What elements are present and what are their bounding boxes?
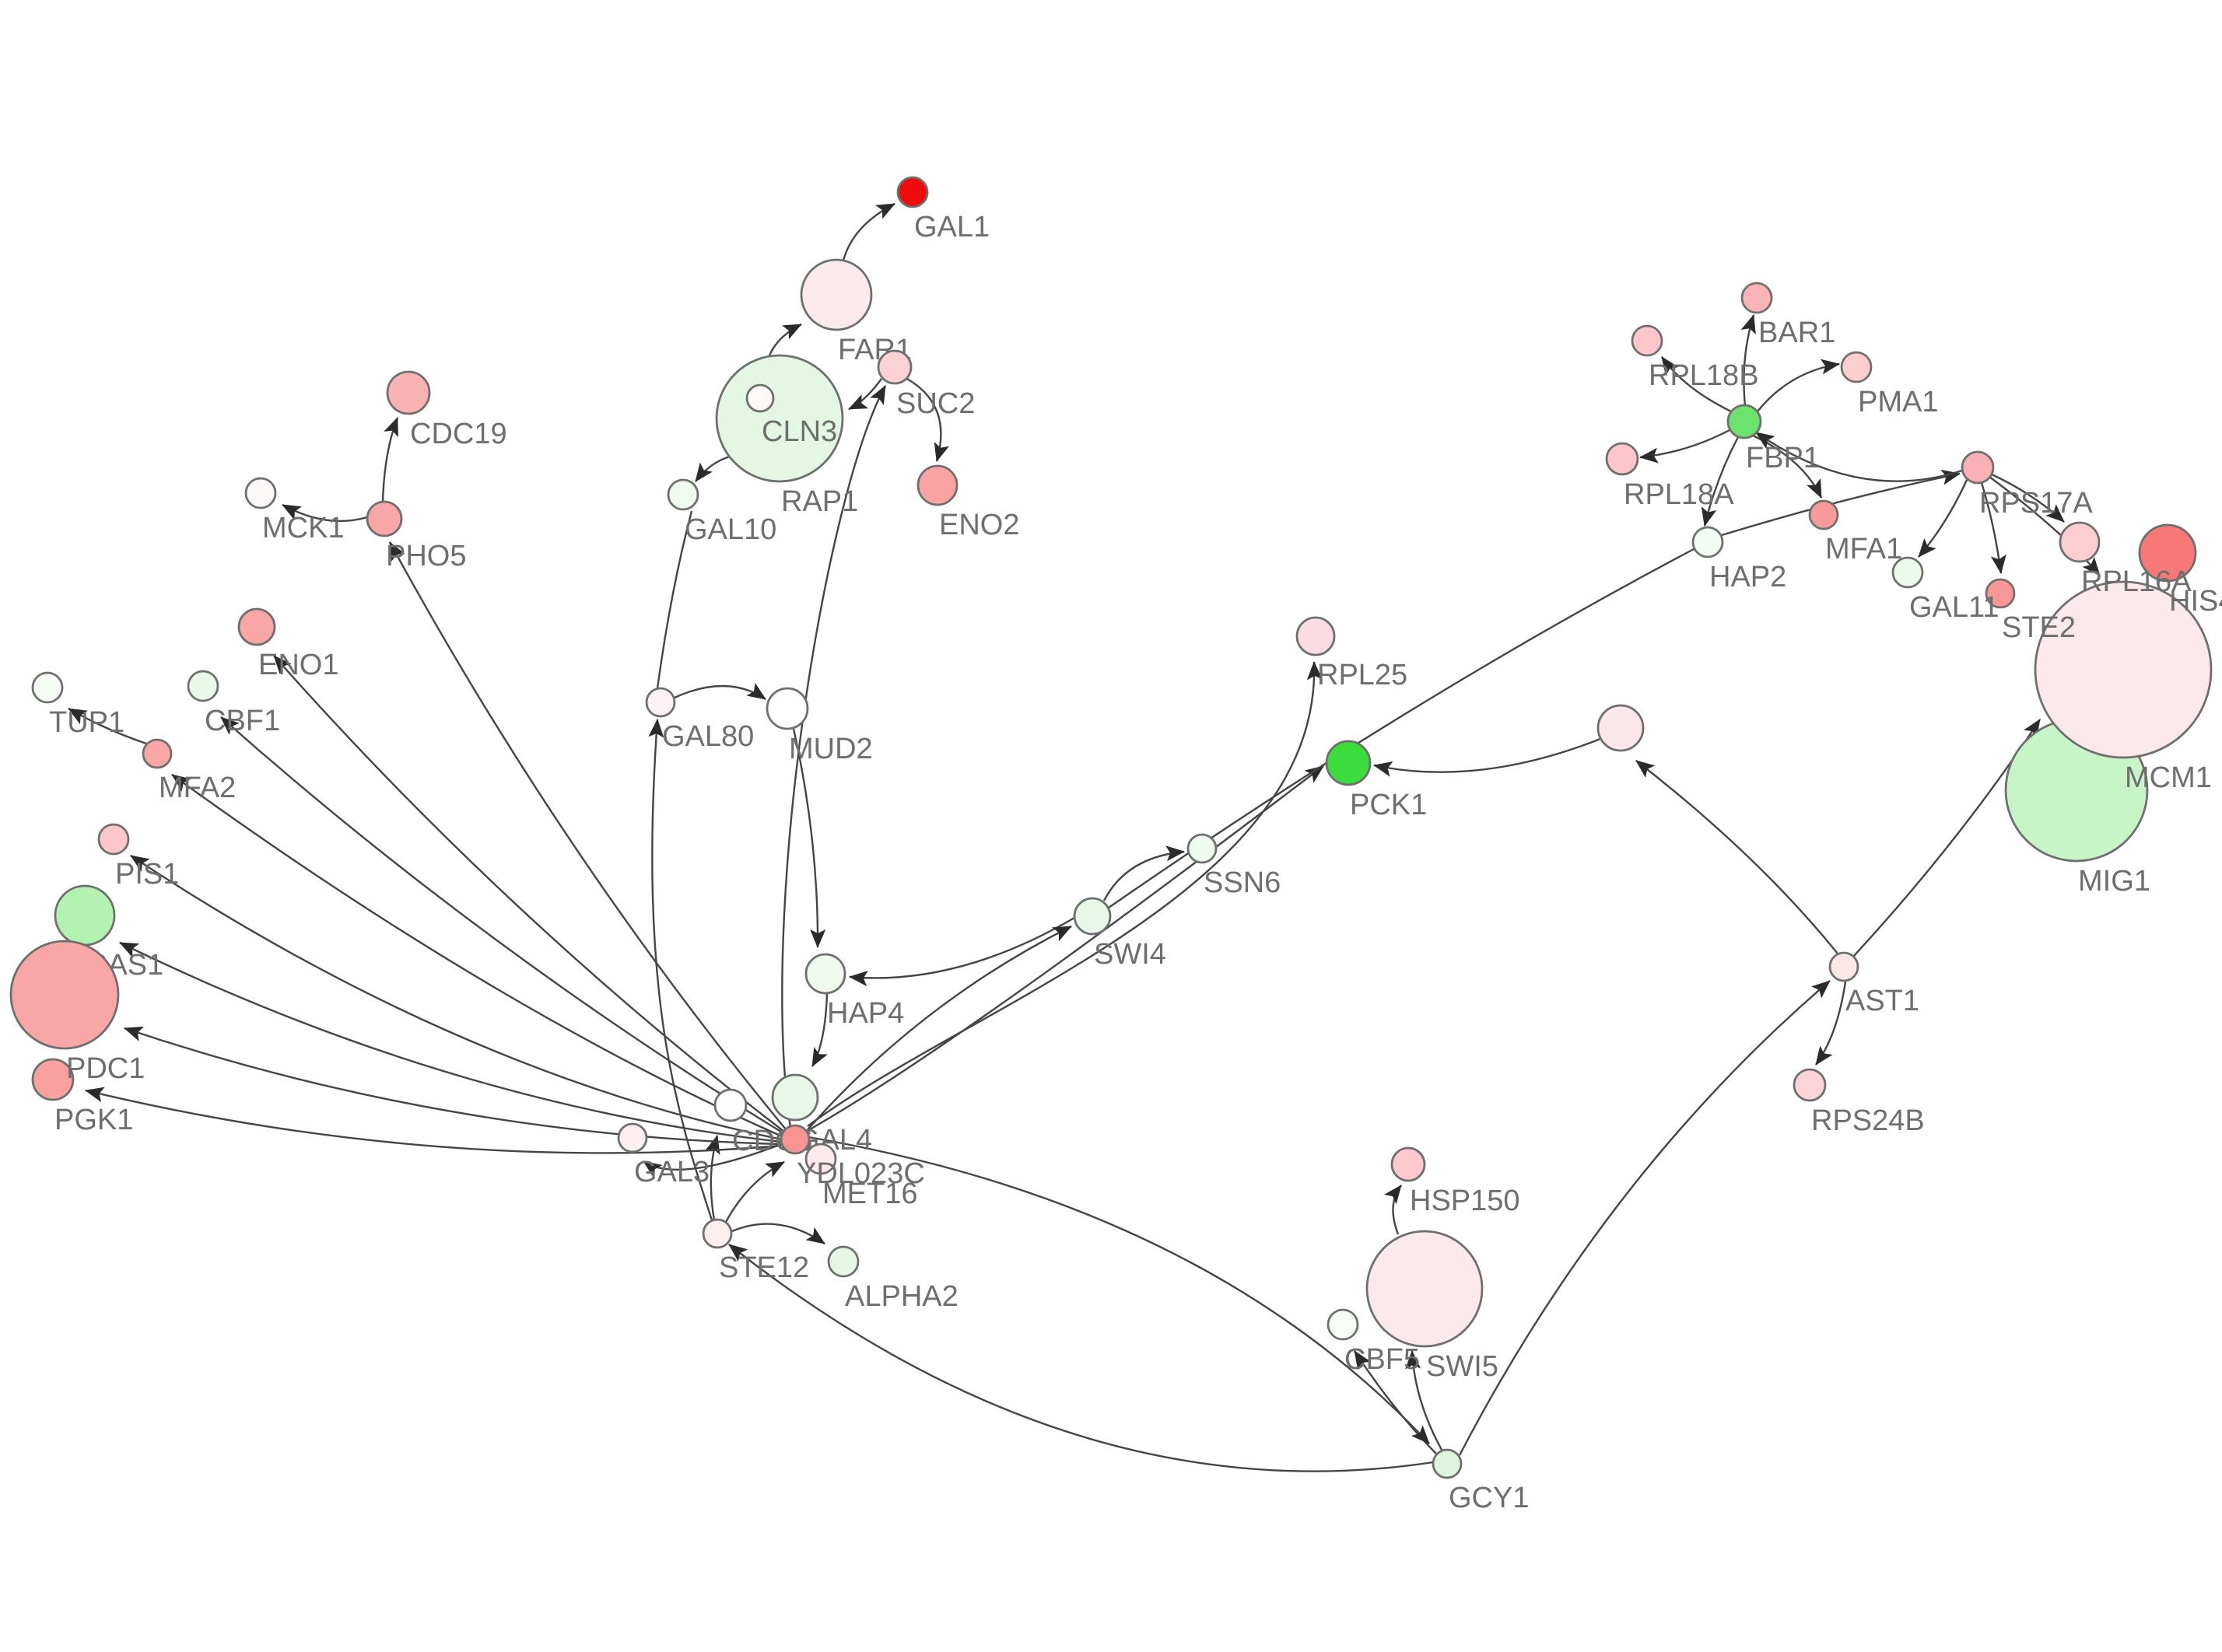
- svg-text:RPL25: RPL25: [1317, 659, 1407, 691]
- svg-text:RPS24B: RPS24B: [1811, 1104, 1925, 1137]
- svg-text:HSP150: HSP150: [1410, 1185, 1520, 1217]
- svg-text:RAP1: RAP1: [781, 485, 858, 518]
- svg-text:GAL1: GAL1: [914, 211, 990, 243]
- svg-text:PIS1: PIS1: [115, 858, 179, 891]
- svg-text:PCK1: PCK1: [1350, 789, 1427, 821]
- svg-text:MET16: MET16: [822, 1178, 917, 1210]
- svg-text:GAL11: GAL11: [1909, 591, 1999, 624]
- svg-text:ENO2: ENO2: [939, 509, 1019, 541]
- svg-text:SWI5: SWI5: [1426, 1350, 1498, 1383]
- svg-text:STE2: STE2: [2002, 611, 2076, 644]
- svg-text:GAL10: GAL10: [685, 513, 776, 546]
- svg-text:MIG1: MIG1: [2078, 865, 2150, 898]
- svg-text:CDC19: CDC19: [410, 418, 507, 450]
- svg-text:YDL023C: YDL023C: [797, 1157, 925, 1190]
- svg-text:AST1: AST1: [1845, 985, 1919, 1017]
- svg-text:MUD2: MUD2: [789, 733, 873, 765]
- svg-text:RPL16A: RPL16A: [2081, 565, 2192, 598]
- svg-text:MCK1: MCK1: [262, 512, 345, 544]
- svg-text:TUP1: TUP1: [49, 706, 124, 739]
- svg-text:SWI4: SWI4: [1094, 938, 1166, 971]
- svg-text:MFA1: MFA1: [1825, 533, 1902, 565]
- svg-text:MFA2: MFA2: [159, 772, 236, 804]
- svg-text:SSN6: SSN6: [1204, 866, 1281, 899]
- svg-text:CBF5: CBF5: [1344, 1343, 1420, 1376]
- svg-text:ENO1: ENO1: [258, 649, 338, 681]
- svg-text:PMA1: PMA1: [1858, 386, 1938, 418]
- svg-text:PDC1: PDC1: [66, 1052, 145, 1085]
- svg-text:SUC2: SUC2: [896, 387, 975, 420]
- svg-text:PGK1: PGK1: [54, 1104, 133, 1136]
- svg-text:RPL18A: RPL18A: [1624, 478, 1734, 511]
- svg-text:FBP1: FBP1: [1746, 442, 1820, 474]
- svg-text:RPS17A: RPS17A: [1979, 487, 2093, 520]
- svg-text:CBF1: CBF1: [205, 705, 280, 737]
- svg-text:ALPHA2: ALPHA2: [845, 1280, 959, 1313]
- svg-text:GCY1: GCY1: [1449, 1482, 1529, 1514]
- svg-text:STE12: STE12: [719, 1251, 809, 1284]
- svg-text:CLN3: CLN3: [762, 415, 837, 448]
- svg-text:GAL3: GAL3: [634, 1156, 710, 1188]
- svg-text:GAL80: GAL80: [662, 720, 754, 753]
- svg-text:RPL18B: RPL18B: [1649, 359, 1759, 392]
- svg-text:MCM1: MCM1: [2125, 761, 2212, 794]
- svg-text:HIS4: HIS4: [2169, 585, 2222, 618]
- svg-text:HAP2: HAP2: [1709, 561, 1786, 593]
- svg-text:PHO5: PHO5: [386, 540, 466, 572]
- svg-text:HAP4: HAP4: [827, 997, 904, 1030]
- svg-text:BAR1: BAR1: [1758, 317, 1835, 349]
